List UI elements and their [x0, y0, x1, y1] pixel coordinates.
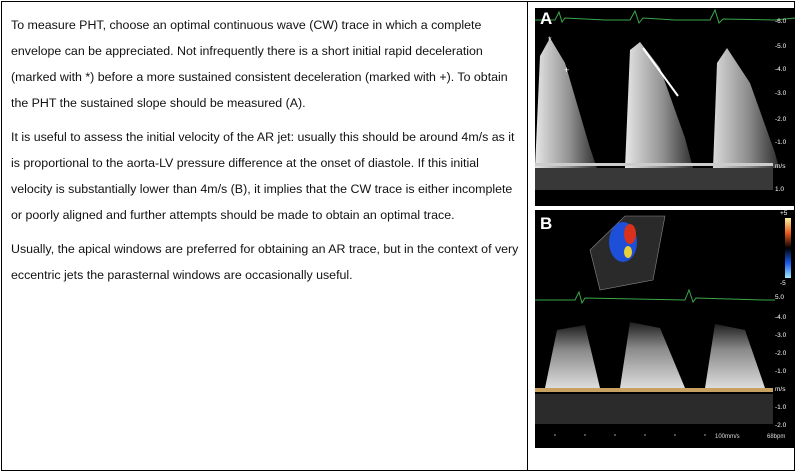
sweep-speed: 100mm/s [715, 434, 740, 440]
baseline-a [535, 163, 773, 166]
baseline-b [535, 388, 773, 392]
text-column: To measure PHT, choose an optimal contin… [11, 12, 519, 296]
doppler-panel-a: A * + -6.0 -5.0 -4.0 -3.0 -2.0 -1.0 m/s … [535, 8, 795, 206]
scale-a-3: -3.0 [775, 90, 787, 97]
scale-a-5: -1.0 [775, 139, 787, 146]
scale-b-3: -2.0 [775, 350, 787, 357]
plus-marker: + [564, 65, 570, 75]
heart-rate: 68bpm [767, 434, 786, 440]
colorbar-bottom: -5 [780, 280, 786, 287]
doppler-trace-a [535, 8, 795, 190]
paragraph-pht: To measure PHT, choose an optimal contin… [11, 18, 508, 110]
ar-envelope-3 [713, 48, 779, 168]
doppler-trace-b [535, 215, 791, 436]
ar-envelope-b2 [620, 322, 685, 388]
doppler-panel-b: B +5 -5 5.0 -4.0 -3.0 -2.0 -1.0 m/s -1.0… [535, 210, 795, 448]
scale-dot-4 [644, 434, 646, 436]
baseline-glow-a [535, 168, 773, 190]
scale-dot-3 [614, 434, 616, 436]
column-divider [527, 2, 528, 470]
color-bar [785, 218, 791, 278]
ar-envelope-1 [535, 38, 597, 168]
scale-b-7: -2.0 [775, 422, 787, 429]
scale-b-0: 5.0 [775, 294, 785, 301]
ecg-trace-b [535, 288, 775, 305]
scale-a-2: -4.0 [775, 66, 787, 73]
scale-b-1: -4.0 [775, 314, 787, 321]
scale-a-7: 1.0 [775, 186, 785, 193]
panel-label-a: A [540, 9, 553, 28]
scale-b-4: -1.0 [775, 368, 787, 375]
colorbar-top: +5 [780, 210, 788, 217]
scale-dot-1 [554, 434, 556, 436]
scale-dot-6 [704, 434, 706, 436]
scale-dot-5 [674, 434, 676, 436]
paragraph-initial-velocity: It is useful to assess the initial veloc… [11, 130, 515, 222]
color-jet-red [624, 224, 636, 244]
scale-b-2: -3.0 [775, 332, 787, 339]
star-marker: * [548, 35, 552, 45]
ar-envelope-b3 [705, 324, 765, 388]
scale-b-6: -1.0 [775, 404, 787, 411]
paragraph-windows: Usually, the apical windows are preferre… [11, 242, 519, 282]
ecg-trace-a [535, 8, 795, 25]
panel-label-b: B [540, 214, 553, 233]
scale-b-unit: m/s [775, 386, 786, 393]
color-jet-yellow [624, 246, 632, 258]
scale-a-0: -6.0 [775, 18, 787, 25]
pht-slope-line [642, 47, 679, 97]
scale-a-4: -2.0 [775, 116, 787, 123]
ar-envelope-2 [625, 42, 693, 168]
lower-noise-b [535, 394, 773, 424]
scale-a-1: -5.0 [775, 43, 787, 50]
ar-envelope-b1 [545, 325, 600, 388]
scale-dot-2 [584, 434, 586, 436]
scale-a-unit: m/s [775, 163, 786, 170]
